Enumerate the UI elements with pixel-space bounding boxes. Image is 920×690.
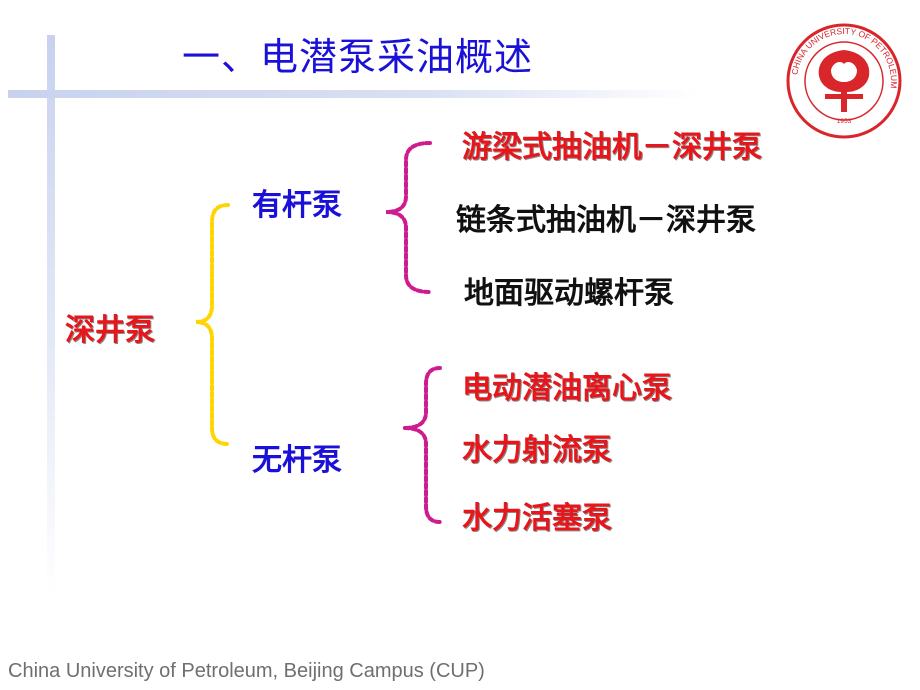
rodless-brace — [403, 366, 442, 524]
leaf-electric-submersible-pump: 电动潜油离心泵 — [462, 371, 672, 406]
rod-brace — [385, 141, 432, 294]
branch-rodless-pump: 无杆泵 — [252, 443, 342, 478]
main-brace — [195, 203, 230, 446]
university-logo: CHINA UNIVERSITY OF PETROLEUM 1953 — [786, 23, 902, 139]
branch-rod-pump: 有杆泵 — [252, 188, 342, 223]
slide-title: 一、电潜泵采油概述 — [182, 35, 534, 79]
leaf-beam-pumping-unit: 游梁式抽油机－深井泵 — [462, 130, 762, 165]
footer-text: China University of Petroleum, Beijing C… — [8, 660, 485, 682]
leaf-chain-pumping-unit: 链条式抽油机－深井泵 — [456, 203, 756, 238]
leaf-hydraulic-jet-pump: 水力射流泵 — [462, 433, 612, 468]
decor-vertical-line — [47, 35, 55, 595]
root-node-deep-well-pump: 深井泵 — [65, 313, 155, 348]
leaf-hydraulic-piston-pump: 水力活塞泵 — [462, 501, 612, 536]
leaf-surface-driven-screw-pump: 地面驱动螺杆泵 — [464, 276, 674, 311]
decor-horizontal-line — [8, 90, 698, 98]
logo-year: 1953 — [837, 118, 852, 125]
